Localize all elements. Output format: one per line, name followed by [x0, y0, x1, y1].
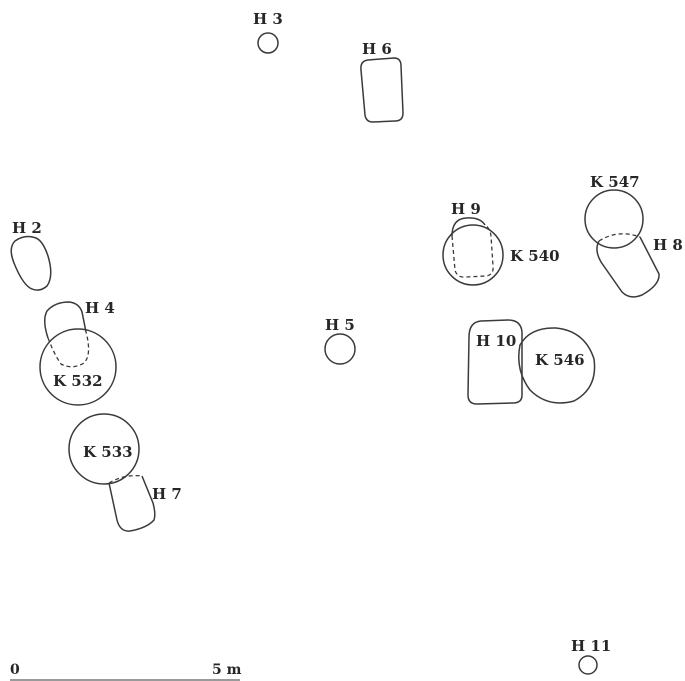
feature-h10-label: H 10	[476, 332, 516, 350]
feature-k532-label: K 532	[53, 372, 103, 390]
feature-h11-outline	[578, 655, 598, 675]
feature-h10-outline	[467, 319, 523, 405]
feature-h9-hidden-outline	[451, 224, 494, 278]
feature-k532-outline	[39, 328, 117, 406]
feature-k533-label: K 533	[83, 443, 133, 461]
feature-h11-label: H 11	[571, 637, 611, 655]
feature-h8-hidden-outline	[598, 233, 641, 242]
feature-h4-label: H 4	[85, 299, 115, 317]
feature-h5-outline	[324, 333, 356, 365]
scale-end-label: 5 m	[212, 662, 242, 678]
feature-k546-label: K 546	[535, 351, 585, 369]
feature-h9-label: H 9	[451, 200, 481, 218]
feature-h3-outline	[257, 32, 279, 54]
feature-h2-label: H 2	[12, 219, 42, 237]
feature-k546-outline	[518, 327, 596, 404]
feature-h4-outline	[44, 301, 87, 339]
feature-h8-label: H 8	[653, 236, 683, 254]
feature-h3-label: H 3	[253, 10, 283, 28]
feature-k540-label: K 540	[510, 247, 560, 265]
feature-h7-hidden-outline	[108, 475, 143, 484]
feature-h9-outline	[451, 217, 486, 237]
feature-h4-hidden-outline	[47, 331, 90, 368]
feature-h2-outline	[10, 235, 52, 291]
feature-k547-label: K 547	[590, 173, 640, 191]
feature-k547-outline	[584, 189, 644, 249]
feature-h6-outline	[360, 57, 404, 123]
feature-h6-label: H 6	[362, 40, 392, 58]
scale-start-label: 0	[10, 662, 20, 678]
feature-h7-label: H 7	[152, 485, 182, 503]
feature-h7-outline	[108, 475, 156, 532]
feature-h8-outline	[596, 236, 660, 298]
feature-k540-outline	[442, 224, 504, 286]
feature-h5-label: H 5	[325, 316, 355, 334]
feature-k533-outline	[68, 413, 140, 485]
